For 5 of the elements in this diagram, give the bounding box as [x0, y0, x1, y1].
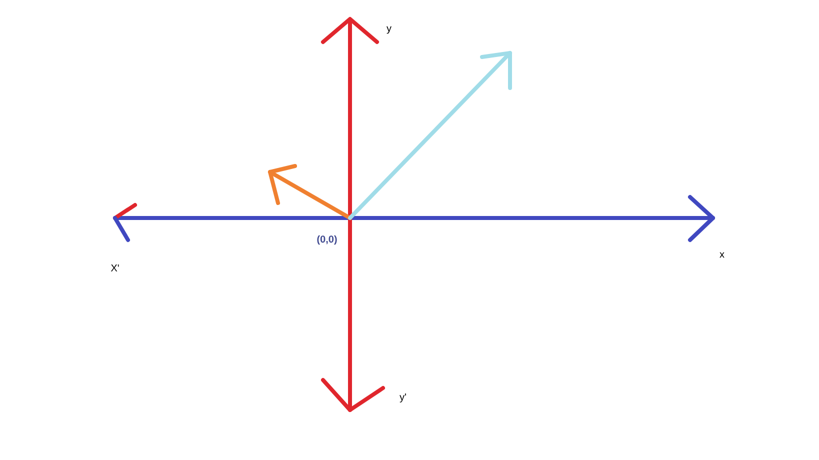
origin-label: (0,0): [317, 235, 337, 245]
axis-label: x: [720, 252, 724, 258]
axis-label: X': [110, 264, 119, 272]
axis-label: y: [386, 26, 392, 34]
axis-label: y': [400, 394, 406, 402]
